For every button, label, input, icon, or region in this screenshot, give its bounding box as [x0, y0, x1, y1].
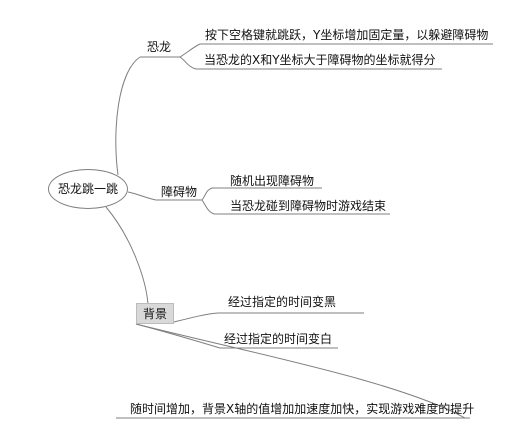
background-child-2-label[interactable]: 经过指定的时间变白	[224, 332, 333, 346]
branch-obstacle-label[interactable]: 障碍物	[161, 185, 198, 199]
dinosaur-child-1-label[interactable]: 按下空格键就跳跃，Y坐标增加固定量，以躲避障碍物	[205, 28, 489, 42]
obstacle-child-2-label[interactable]: 当恐龙碰到障碍物时游戏结束	[230, 199, 387, 213]
connector-obstacle-child-2	[201, 199, 215, 215]
root-label: 恐龙跳一跳	[57, 182, 118, 196]
root-node[interactable]: 恐龙跳一跳	[48, 169, 128, 209]
connector-root-obstacle	[127, 191, 157, 201]
background-child-3-label[interactable]: 随时间增加，背景X轴的值增加加速度加快，实现游戏难度的提升	[130, 402, 475, 416]
branch-background-label: 背景	[142, 307, 167, 321]
obstacle-child-1-label[interactable]: 随机出现障碍物	[230, 174, 315, 188]
branch-background-node[interactable]: 背景	[136, 303, 174, 324]
connector-dinosaur-child-1	[179, 43, 201, 58]
connector-background-child-1	[173, 312, 219, 323]
connector-root-dinosaur	[115, 56, 141, 176]
connector-dinosaur-child-2	[179, 56, 197, 70]
background-child-1-label[interactable]: 经过指定的时间变黑	[228, 295, 337, 309]
dinosaur-child-2-label[interactable]: 当恐龙的X和Y坐标大于障碍物的坐标就得分	[204, 53, 436, 67]
connector-root-background	[105, 206, 149, 305]
connector-obstacle-child-1	[201, 187, 213, 201]
branch-dinosaur-label[interactable]: 恐龙	[147, 40, 172, 54]
connector-background-child-3	[135, 323, 466, 419]
